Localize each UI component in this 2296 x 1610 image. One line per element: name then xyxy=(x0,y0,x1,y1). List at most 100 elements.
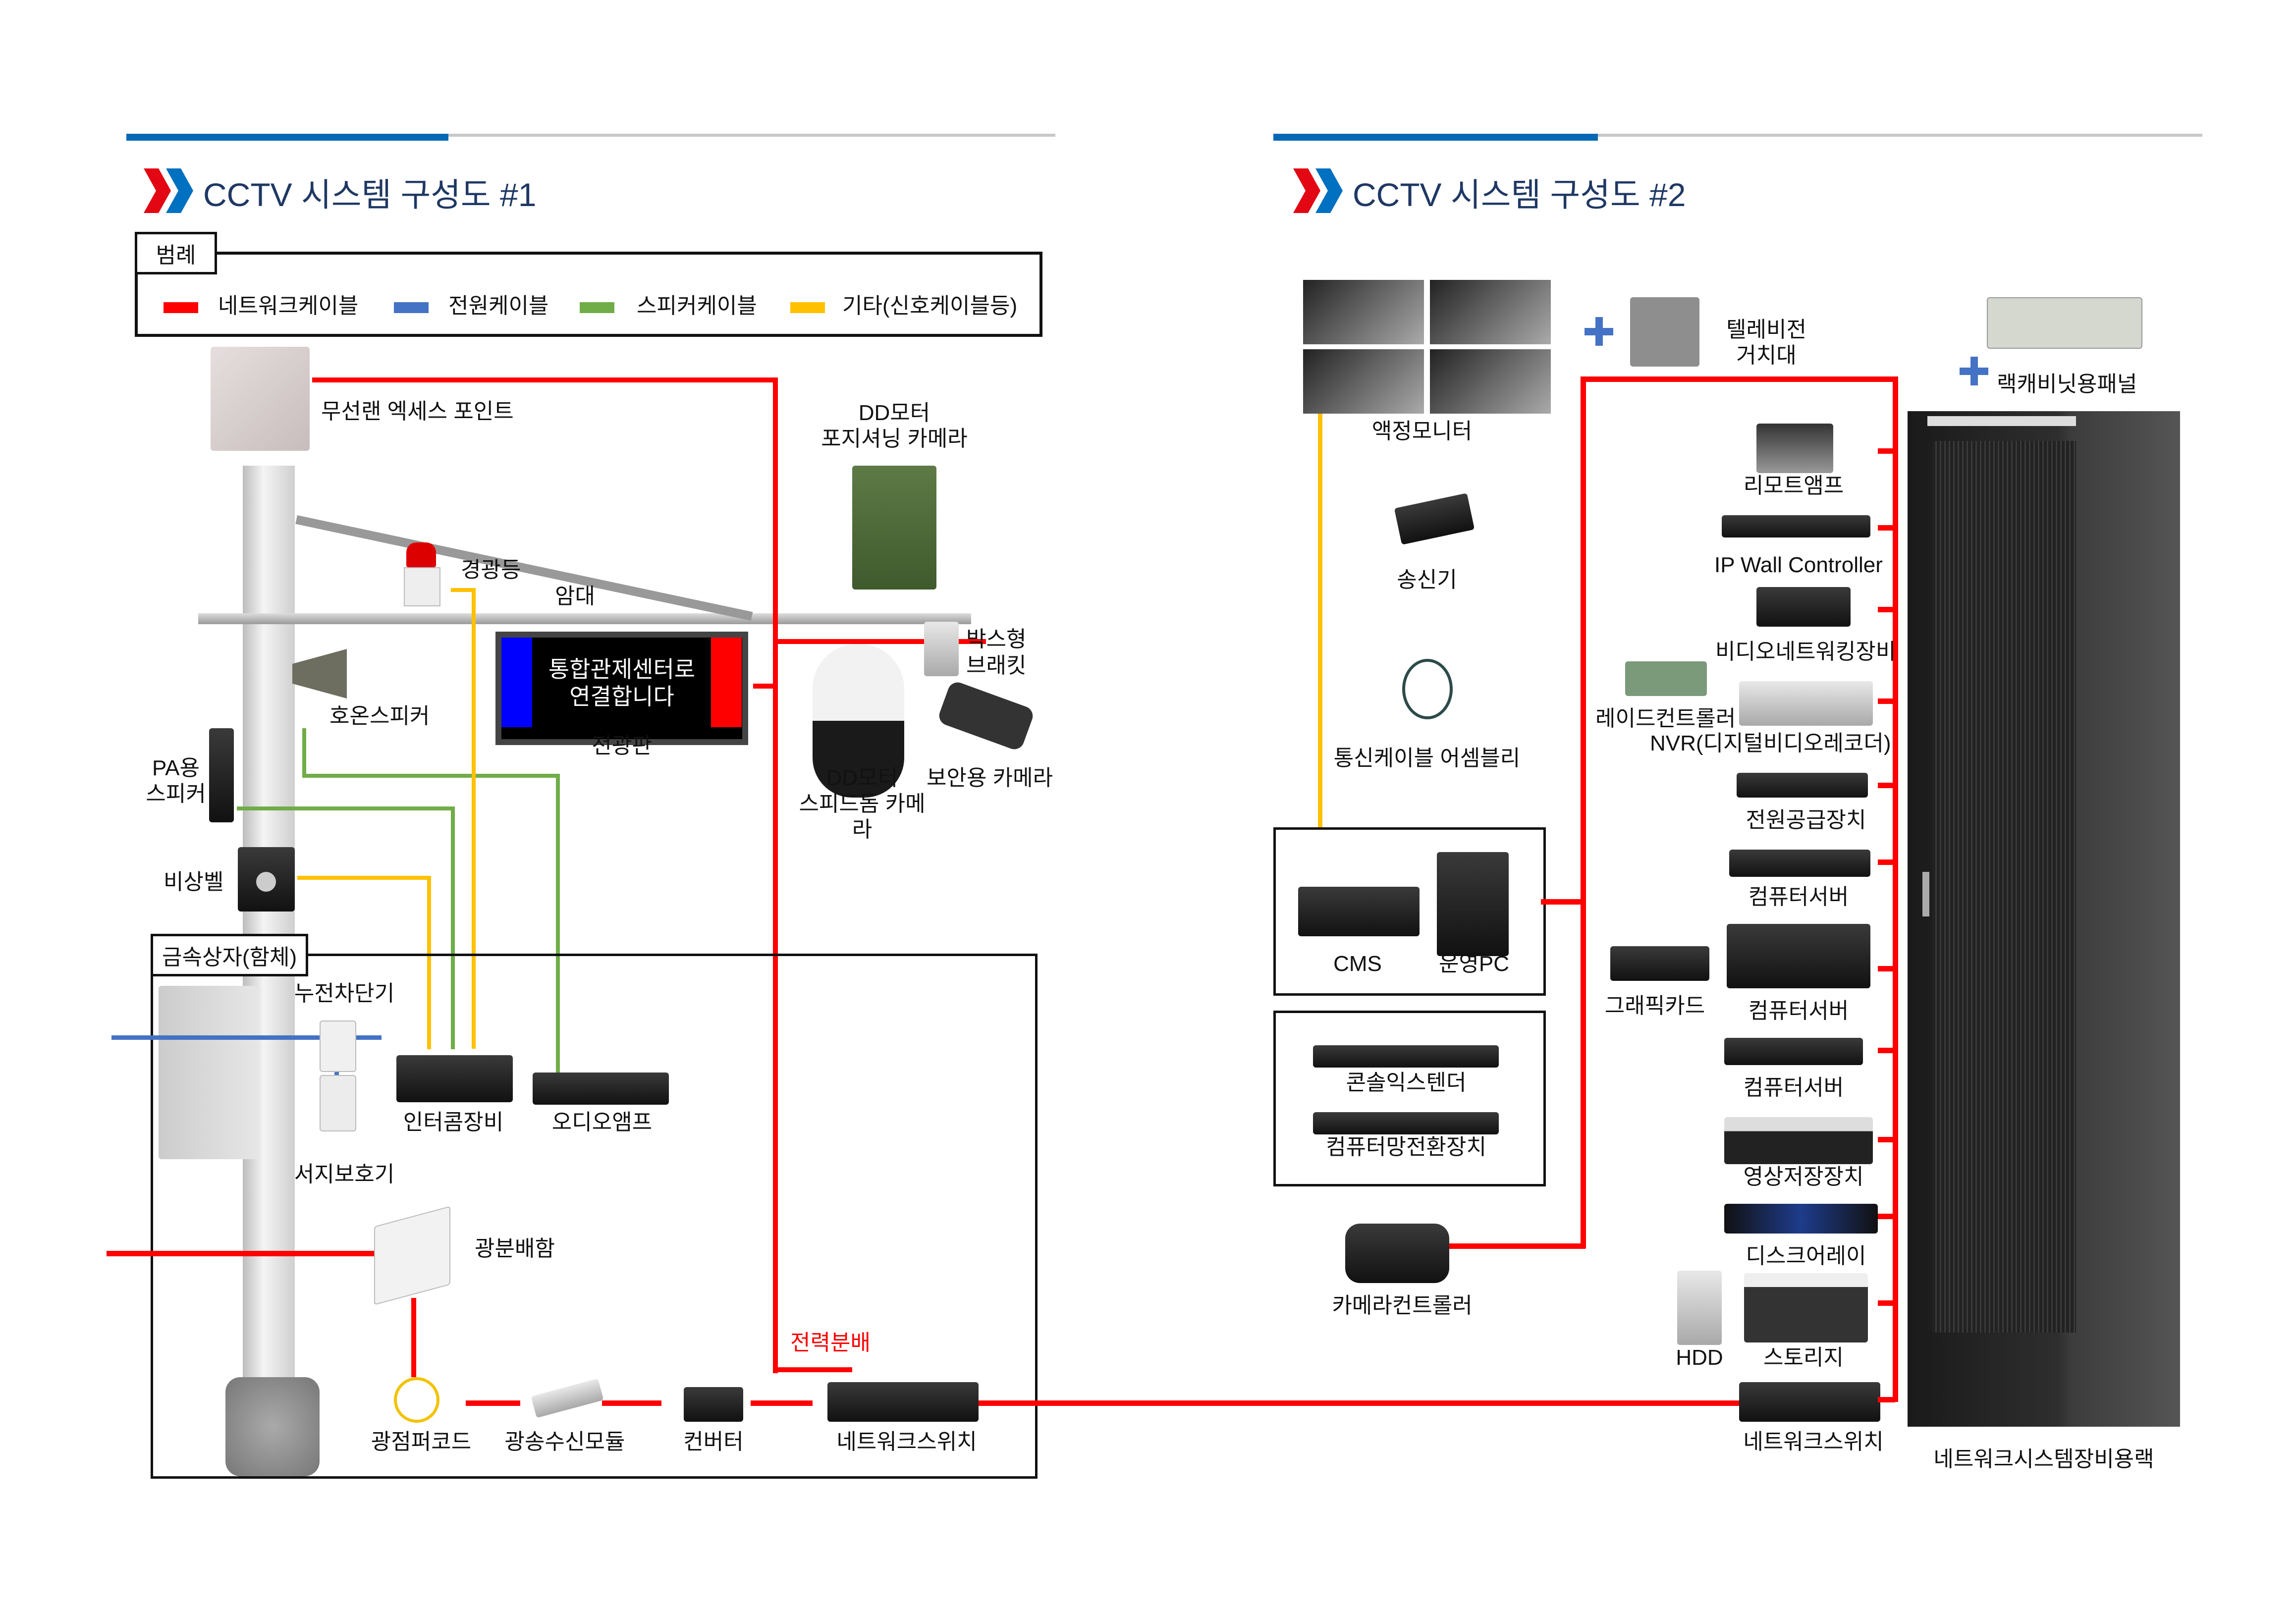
network-cable-stub xyxy=(1878,1048,1895,1053)
surge-protector-device xyxy=(320,1075,356,1131)
header-accent-bar-1 xyxy=(126,134,448,141)
led-sign xyxy=(495,632,748,745)
kvm-extender-device xyxy=(1313,1045,1499,1068)
speaker-cable xyxy=(556,774,560,1081)
ptz-camera-label-1: DD모터 xyxy=(858,401,930,425)
network-cable xyxy=(753,684,778,689)
led-sign-text-2: 연결합니다 xyxy=(569,684,674,709)
vss-label: 영상저장장치 xyxy=(1743,1165,1864,1189)
legend-label-power: 전원케이블 xyxy=(448,294,549,318)
network-cable xyxy=(1893,376,1898,1402)
rack-label: 네트워크시스템장비용랙 xyxy=(1933,1447,2154,1471)
psu-label: 전원공급장치 xyxy=(1746,808,1866,832)
monitor xyxy=(1430,349,1551,414)
network-cable xyxy=(411,1298,416,1377)
transmitter-label: 송신기 xyxy=(1397,568,1457,592)
horn-speaker-device xyxy=(292,649,347,698)
breaker-label: 누전차단기 xyxy=(294,981,395,1006)
ip-wall-device xyxy=(1722,515,1870,537)
network-cable-stub xyxy=(1878,1214,1895,1219)
network-cable-backbone xyxy=(979,1400,1754,1406)
security-camera-device xyxy=(936,679,1036,752)
signal-cable xyxy=(451,588,476,592)
vss-device xyxy=(1724,1117,1873,1164)
network-cable xyxy=(773,377,778,1373)
legend-swatch-power xyxy=(394,302,429,313)
kvm-group-box xyxy=(1273,1011,1546,1186)
legend-swatch-network xyxy=(164,302,198,313)
arm-bar xyxy=(198,613,971,624)
network-cable-stub xyxy=(1878,1137,1895,1142)
signal-cable xyxy=(427,876,431,1049)
legend-swatch-speaker xyxy=(580,302,614,313)
signal-cable xyxy=(472,588,476,1049)
hdd-label: HDD xyxy=(1676,1345,1723,1370)
gpu-device xyxy=(1610,946,1709,981)
storage-label: 스토리지 xyxy=(1763,1345,1844,1370)
ops-pc-device xyxy=(1437,852,1509,956)
kvm-switch-label: 컴퓨터망전환장치 xyxy=(1326,1135,1486,1159)
enclosure-label: 금속상자(함체) xyxy=(151,934,309,976)
section-title-2: CCTV 시스템 구성도 #2 xyxy=(1353,176,1686,213)
section-title-1: CCTV 시스템 구성도 #1 xyxy=(203,176,537,213)
tv-mount-label-1: 텔레비전 xyxy=(1726,318,1806,342)
speaker-cable xyxy=(237,806,455,810)
disk-array-device xyxy=(1724,1204,1878,1234)
monitor xyxy=(1303,280,1424,344)
psu-device xyxy=(1737,773,1868,798)
ptz-camera-device xyxy=(852,466,936,590)
rack-panel-device xyxy=(1987,297,2142,349)
sfp-label: 광송수신모듈 xyxy=(504,1430,625,1454)
monitor xyxy=(1430,280,1551,344)
pa-speaker-label-2: 스피커 xyxy=(146,782,206,806)
security-camera-label: 보안용 카메라 xyxy=(927,766,1053,790)
cabinet-device xyxy=(159,986,258,1159)
pole-base xyxy=(225,1377,320,1476)
patch-cord-label: 광점퍼코드 xyxy=(371,1430,472,1454)
legend-box xyxy=(135,252,1042,337)
chevron-icon xyxy=(144,168,193,213)
network-switch-2-label: 네트워크스위치 xyxy=(1743,1430,1884,1454)
legend-label-speaker: 스피커케이블 xyxy=(637,294,757,318)
hdd-device xyxy=(1677,1271,1722,1345)
enclosure-box xyxy=(151,954,1038,1479)
raid-label: 레이드컨트롤러 xyxy=(1595,706,1736,731)
monitor-wall xyxy=(1303,280,1551,414)
speed-dome-label-1: DD모터 xyxy=(826,766,898,790)
camera-controller-device xyxy=(1345,1224,1449,1283)
fiber-box-label: 광분배함 xyxy=(475,1236,555,1261)
led-sign-label: 전광판 xyxy=(592,734,652,758)
plus-icon xyxy=(1960,357,1988,385)
ptz-camera-label-2: 포지셔닝 카메라 xyxy=(821,427,968,451)
tv-mount-label-2: 거치대 xyxy=(1736,343,1797,368)
box-bracket-device xyxy=(924,622,959,676)
network-cable xyxy=(1581,376,1898,382)
ip-wall-label: IP Wall Controller xyxy=(1714,553,1883,577)
arm-label: 암대 xyxy=(555,584,595,608)
intercom-label: 인터콤장비 xyxy=(403,1110,504,1134)
rack-door-mesh xyxy=(1932,441,2076,1333)
cable-assembly-label: 통신케이블 어셈블리 xyxy=(1333,746,1521,770)
server3-label: 컴퓨터서버 xyxy=(1743,1075,1844,1100)
network-cable xyxy=(466,1400,520,1406)
network-cable xyxy=(1449,1243,1585,1249)
network-cable xyxy=(602,1400,661,1406)
cms-label: CMS xyxy=(1333,952,1382,976)
legend-title: 범례 xyxy=(135,232,217,274)
network-cable-stub xyxy=(1878,783,1895,788)
network-cable xyxy=(773,1367,852,1372)
speaker-cable xyxy=(302,774,560,778)
nvr-device xyxy=(1739,681,1873,726)
wireless-ap-label: 무선랜 엑세스 포인트 xyxy=(321,399,514,424)
cms-device xyxy=(1298,887,1420,936)
audio-amp-label: 오디오앰프 xyxy=(551,1110,653,1134)
network-cable-stub xyxy=(1878,1300,1895,1306)
speaker-cable xyxy=(451,806,455,1049)
camera-controller-label: 카메라컨트롤러 xyxy=(1332,1293,1473,1318)
signal-cable xyxy=(1318,414,1322,830)
chevron-icon xyxy=(1293,168,1343,213)
pa-speaker-device xyxy=(209,728,234,822)
server1-device xyxy=(1729,850,1870,877)
nvr-label: NVR(디지털비디오레코더) xyxy=(1650,731,1891,755)
network-cable-stub xyxy=(1878,1397,1895,1402)
